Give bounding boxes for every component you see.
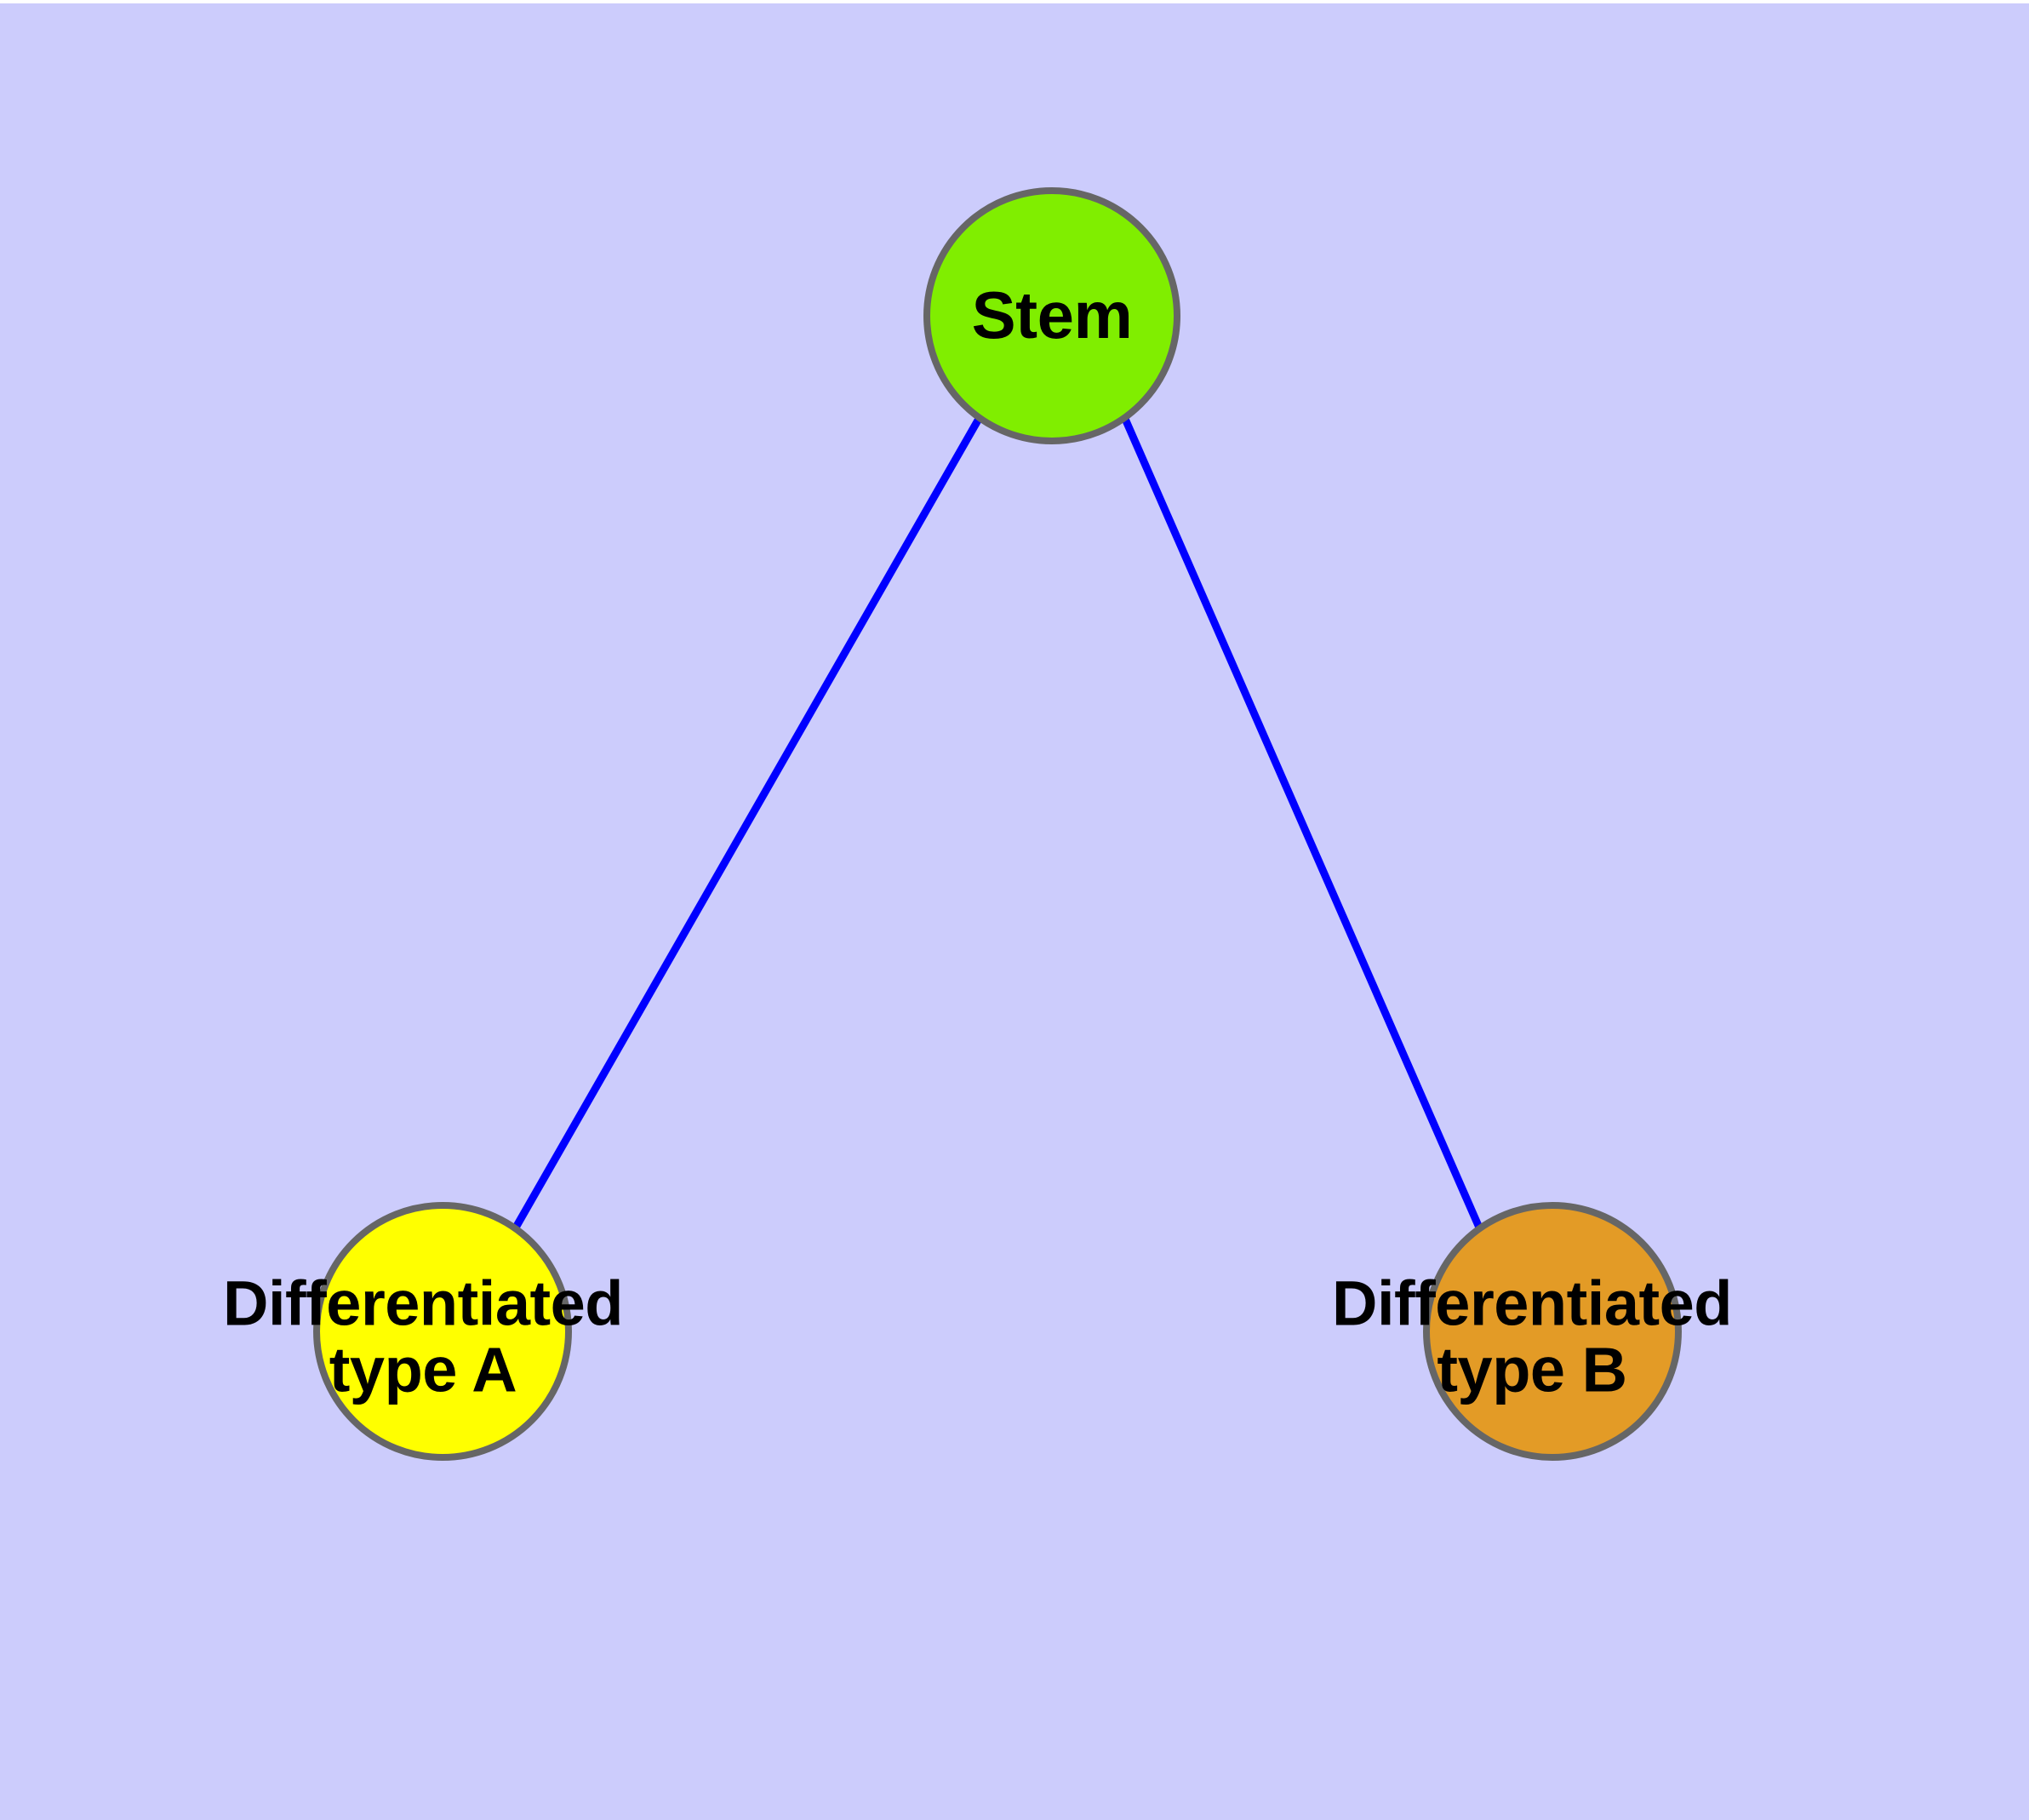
- nodes-layer: [313, 187, 1682, 1461]
- graph-node-diff_a[interactable]: [313, 1202, 572, 1461]
- graph-node-stem[interactable]: [923, 187, 1180, 444]
- graph-edge-stem-to-a[interactable]: [512, 416, 982, 1230]
- graph-node-diff_b[interactable]: [1423, 1202, 1682, 1461]
- edges-layer: [512, 416, 1483, 1230]
- graph-edge-stem-to-b[interactable]: [1121, 417, 1483, 1229]
